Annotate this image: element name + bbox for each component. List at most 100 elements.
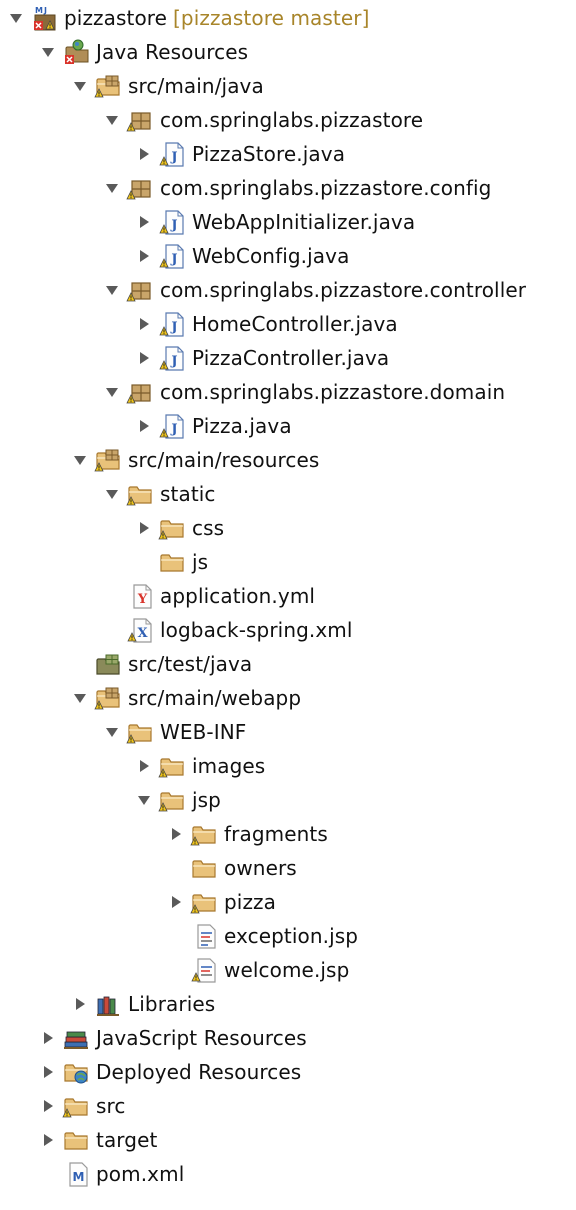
svg-text:Y: Y bbox=[137, 592, 148, 607]
expanded-arrow-icon[interactable] bbox=[104, 486, 120, 502]
expanded-arrow-icon[interactable] bbox=[8, 10, 24, 26]
java-resources-icon bbox=[62, 38, 92, 66]
tree-item-fragments[interactable]: fragments bbox=[0, 817, 576, 851]
tree-item-label: images bbox=[192, 754, 266, 778]
tree-item-label: JavaScript Resources bbox=[96, 1026, 307, 1050]
java-file-icon: J bbox=[158, 344, 188, 372]
tree-item-src-main-resources[interactable]: src/main/resources bbox=[0, 443, 576, 477]
tree-item-exception-jsp[interactable]: exception.jsp bbox=[0, 919, 576, 953]
maven-project-icon: M J bbox=[30, 4, 60, 32]
tree-item-label: src bbox=[96, 1094, 126, 1118]
collapsed-arrow-icon[interactable] bbox=[136, 214, 152, 230]
collapsed-arrow-icon[interactable] bbox=[40, 1132, 56, 1148]
tree-item-label: src/test/java bbox=[128, 652, 253, 676]
tree-item-libraries[interactable]: Libraries bbox=[0, 987, 576, 1021]
tree-item-webconfig-java[interactable]: J WebConfig.java bbox=[0, 239, 576, 273]
collapsed-arrow-icon[interactable] bbox=[168, 894, 184, 910]
package-icon bbox=[126, 106, 156, 134]
collapsed-arrow-icon[interactable] bbox=[136, 350, 152, 366]
java-file-icon: J bbox=[158, 140, 188, 168]
tree-item-label: com.springlabs.pizzastore bbox=[160, 108, 424, 132]
collapsed-arrow-icon[interactable] bbox=[136, 248, 152, 264]
tree-item-label: application.yml bbox=[160, 584, 316, 608]
tree-item-welcome-jsp[interactable]: welcome.jsp bbox=[0, 953, 576, 987]
tree-item-label: jsp bbox=[192, 788, 221, 812]
package-icon bbox=[126, 378, 156, 406]
folder-warning-icon bbox=[158, 752, 188, 780]
tree-item-target[interactable]: target bbox=[0, 1123, 576, 1157]
collapsed-arrow-icon[interactable] bbox=[40, 1098, 56, 1114]
tree-item-com-springlabs-pizzastore-domain[interactable]: com.springlabs.pizzastore.domain bbox=[0, 375, 576, 409]
tree-item-static[interactable]: static bbox=[0, 477, 576, 511]
tree-item-label: static bbox=[160, 482, 216, 506]
collapsed-arrow-icon[interactable] bbox=[72, 996, 88, 1012]
svg-text:M: M bbox=[73, 1170, 85, 1184]
svg-text:J: J bbox=[170, 150, 177, 165]
tree-item-owners[interactable]: owners bbox=[0, 851, 576, 885]
expanded-arrow-icon[interactable] bbox=[136, 792, 152, 808]
tree-item-webappinitializer-java[interactable]: J WebAppInitializer.java bbox=[0, 205, 576, 239]
tree-item-pizza-java[interactable]: J Pizza.java bbox=[0, 409, 576, 443]
tree-item-src-main-webapp[interactable]: src/main/webapp bbox=[0, 681, 576, 715]
collapsed-arrow-icon[interactable] bbox=[40, 1064, 56, 1080]
empty-source-folder-icon bbox=[94, 650, 124, 678]
expanded-arrow-icon[interactable] bbox=[104, 282, 120, 298]
collapsed-arrow-icon[interactable] bbox=[136, 146, 152, 162]
javascript-resources-icon bbox=[62, 1024, 92, 1052]
expanded-arrow-icon[interactable] bbox=[72, 78, 88, 94]
tree-item-pizzastore-java[interactable]: J PizzaStore.java bbox=[0, 137, 576, 171]
expanded-arrow-icon[interactable] bbox=[104, 384, 120, 400]
tree-item-label: logback-spring.xml bbox=[160, 618, 353, 642]
svg-text:J: J bbox=[170, 354, 177, 369]
folder-warning-icon bbox=[126, 480, 156, 508]
svg-text:J: J bbox=[170, 422, 177, 437]
java-file-icon: J bbox=[158, 242, 188, 270]
xml-file-icon: X bbox=[126, 616, 156, 644]
folder-warning-icon bbox=[158, 786, 188, 814]
tree-item-label: welcome.jsp bbox=[224, 958, 350, 982]
tree-item-js[interactable]: js bbox=[0, 545, 576, 579]
folder-warning-icon bbox=[190, 820, 220, 848]
tree-item-com-springlabs-pizzastore-controller[interactable]: com.springlabs.pizzastore.controller bbox=[0, 273, 576, 307]
tree-item-pizzacontroller-java[interactable]: J PizzaController.java bbox=[0, 341, 576, 375]
tree-item-web-inf[interactable]: WEB-INF bbox=[0, 715, 576, 749]
collapsed-arrow-icon[interactable] bbox=[136, 758, 152, 774]
tree-item-homecontroller-java[interactable]: J HomeController.java bbox=[0, 307, 576, 341]
expanded-arrow-icon[interactable] bbox=[40, 44, 56, 60]
collapsed-arrow-icon[interactable] bbox=[168, 826, 184, 842]
collapsed-arrow-icon[interactable] bbox=[40, 1030, 56, 1046]
tree-item-label: exception.jsp bbox=[224, 924, 359, 948]
package-icon bbox=[126, 276, 156, 304]
tree-item-label: src/main/java bbox=[128, 74, 264, 98]
tree-item-deployed-resources[interactable]: Deployed Resources bbox=[0, 1055, 576, 1089]
tree-item-com-springlabs-pizzastore[interactable]: com.springlabs.pizzastore bbox=[0, 103, 576, 137]
tree-item-logback-spring-xml[interactable]: X logback-spring.xml bbox=[0, 613, 576, 647]
expanded-arrow-icon[interactable] bbox=[104, 180, 120, 196]
collapsed-arrow-icon[interactable] bbox=[136, 418, 152, 434]
expanded-arrow-icon[interactable] bbox=[72, 452, 88, 468]
tree-item-images[interactable]: images bbox=[0, 749, 576, 783]
tree-item-css[interactable]: css bbox=[0, 511, 576, 545]
tree-item-pizzastore[interactable]: M J pizzastore[pizzastore master] bbox=[0, 1, 576, 35]
expanded-arrow-icon[interactable] bbox=[72, 690, 88, 706]
tree-item-pizza[interactable]: pizza bbox=[0, 885, 576, 919]
tree-item-java-resources[interactable]: Java Resources bbox=[0, 35, 576, 69]
deployed-resources-icon bbox=[62, 1058, 92, 1086]
tree-item-com-springlabs-pizzastore-config[interactable]: com.springlabs.pizzastore.config bbox=[0, 171, 576, 205]
tree-item-src-test-java[interactable]: src/test/java bbox=[0, 647, 576, 681]
collapsed-arrow-icon[interactable] bbox=[136, 316, 152, 332]
tree-item-src[interactable]: src bbox=[0, 1089, 576, 1123]
collapsed-arrow-icon[interactable] bbox=[136, 520, 152, 536]
expanded-arrow-icon[interactable] bbox=[104, 724, 120, 740]
tree-item-src-main-java[interactable]: src/main/java bbox=[0, 69, 576, 103]
tree-item-jsp[interactable]: jsp bbox=[0, 783, 576, 817]
tree-item-label: pizza bbox=[224, 890, 277, 914]
expanded-arrow-icon[interactable] bbox=[104, 112, 120, 128]
tree-item-javascript-resources[interactable]: JavaScript Resources bbox=[0, 1021, 576, 1055]
tree-item-label: WEB-INF bbox=[160, 720, 247, 744]
tree-item-label: target bbox=[96, 1128, 158, 1152]
folder-icon bbox=[158, 548, 188, 576]
